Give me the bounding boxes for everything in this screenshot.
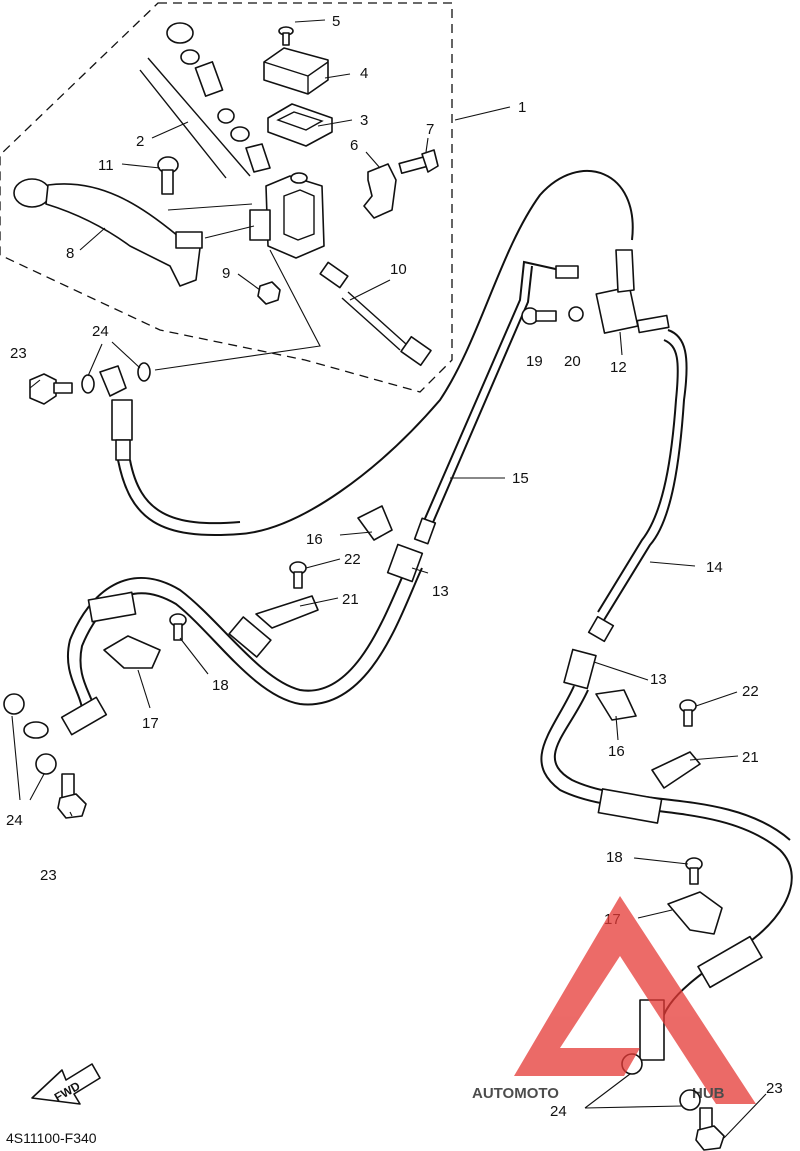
callout-22-right: 22: [742, 683, 759, 700]
watermark-right-text: HUB: [692, 1085, 725, 1102]
brake-lever-icon: [13, 178, 203, 287]
diaphragm-icon: [267, 103, 333, 147]
callout-20: 20: [564, 353, 581, 370]
callout-22-left: 22: [344, 551, 361, 568]
diagram-code: 4S11100-F340: [6, 1130, 97, 1146]
brake-pipes-group: [413, 249, 688, 643]
callout-17-left: 17: [142, 715, 159, 732]
screw-icon: [278, 26, 294, 46]
callout-1: 1: [518, 99, 526, 116]
guide-icon: [595, 689, 637, 721]
clamp-icon: [667, 891, 723, 935]
bolt-icon: [679, 699, 697, 727]
callout-9: 9: [222, 265, 230, 282]
clamp-icon: [651, 751, 701, 789]
washer-icon: [568, 306, 584, 322]
left-caliper-hose-group: [3, 505, 424, 819]
washer-icon: [81, 374, 95, 394]
callout-8: 8: [66, 245, 74, 262]
bolt-icon: [289, 561, 307, 589]
callout-13-left: 13: [432, 583, 449, 600]
banjo-bolt-icon: [695, 1107, 725, 1151]
holder-clamp-icon: [363, 163, 397, 219]
callout-labels: 1 2 3 4 5 6 7 8 9 10 11 12 13 13 14 15 1…: [6, 13, 783, 1120]
nut-icon: [257, 281, 281, 305]
automotohub-watermark: AUTOMOTO HUB: [472, 896, 756, 1104]
lever-bolt-icon: [157, 156, 179, 195]
watermark-triangle-icon: [514, 896, 756, 1104]
callout-6: 6: [350, 137, 358, 154]
hose-fitting-icon: [386, 543, 424, 583]
callout-3: 3: [360, 112, 368, 129]
callout-23-top: 23: [10, 345, 27, 362]
guide-icon: [357, 505, 393, 541]
callout-21-left: 21: [342, 591, 359, 608]
master-cylinder-group: [13, 22, 439, 371]
washer-icon: [679, 1089, 701, 1111]
banjo-bolt-icon: [57, 773, 87, 819]
clamp-icon: [255, 595, 319, 629]
callout-23-right: 23: [766, 1080, 783, 1097]
clamp-icon: [103, 635, 161, 669]
callout-15: 15: [512, 470, 529, 487]
callout-14: 14: [706, 559, 723, 576]
callout-24-top: 24: [92, 323, 109, 340]
leader-lines: [11, 19, 767, 1139]
callout-18-right: 18: [606, 849, 623, 866]
left-upper-hose-group: [29, 169, 634, 536]
piston-kit-icon: [139, 22, 271, 179]
bolt-icon: [685, 857, 703, 885]
callout-7: 7: [426, 121, 434, 138]
callout-10: 10: [390, 261, 407, 278]
watermark-left-text: AUTOMOTO: [472, 1085, 559, 1102]
callout-13-right: 13: [650, 671, 667, 688]
master-cylinder-body-icon: [265, 175, 325, 259]
callout-4: 4: [360, 65, 368, 82]
banjo-bolt-icon: [29, 373, 57, 405]
callout-23-left: 23: [40, 867, 57, 884]
right-caliper-hose-group: [540, 648, 793, 1151]
holder-screw-icon: [398, 149, 439, 174]
callout-24-left: 24: [6, 812, 23, 829]
reservoir-cap-icon: [263, 47, 329, 95]
callout-19: 19: [526, 353, 543, 370]
callout-5: 5: [332, 13, 340, 30]
callout-18-left: 18: [212, 677, 229, 694]
master-cylinder-assembly-boundary: [0, 2, 453, 393]
hose-fitting-icon: [563, 648, 597, 690]
callout-11: 11: [98, 157, 114, 174]
fwd-arrow-icon: FWD: [31, 1063, 101, 1105]
washer-icon: [35, 753, 57, 775]
callout-2: 2: [136, 133, 144, 150]
bolt-icon: [169, 613, 187, 641]
callout-21-right: 21: [742, 749, 759, 766]
washer-icon: [3, 693, 25, 715]
washer-icon: [137, 362, 151, 382]
callout-24-right: 24: [550, 1103, 567, 1120]
joint-bolt-icon: [521, 307, 557, 325]
callout-12: 12: [610, 359, 627, 376]
brake-light-switch-icon: [319, 261, 432, 367]
callout-16-upper: 16: [306, 531, 323, 548]
pipe-joint-icon: [595, 286, 639, 334]
callout-16-lower: 16: [608, 743, 625, 760]
